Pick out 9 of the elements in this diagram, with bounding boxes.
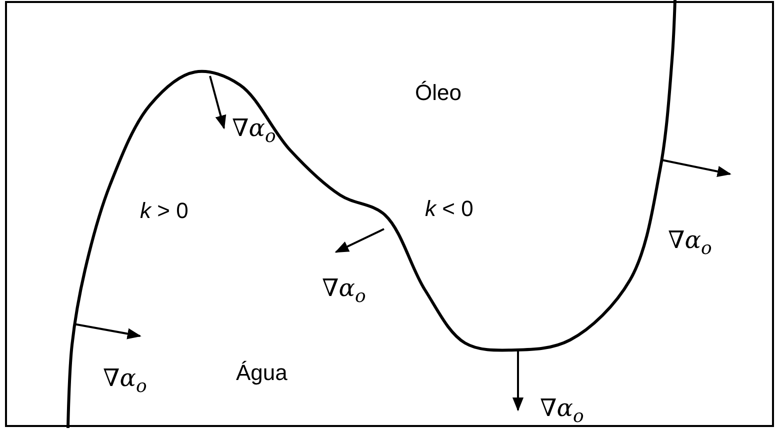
gradient-label: ∇α$_{o}$ <box>232 116 276 146</box>
curvature-label: k < 0 <box>425 198 474 220</box>
phase-label: Água <box>236 362 288 384</box>
gradient-label: ∇α$_{o}$ <box>668 228 712 258</box>
gradient-label: ∇α$_{o}$ <box>540 396 584 426</box>
curvature-label: k > 0 <box>140 200 188 222</box>
gradient-label: ∇α$_{o}$ <box>103 366 147 396</box>
gradient-label: ∇α$_{o}$ <box>322 276 366 306</box>
phase-label: Óleo <box>415 82 462 104</box>
